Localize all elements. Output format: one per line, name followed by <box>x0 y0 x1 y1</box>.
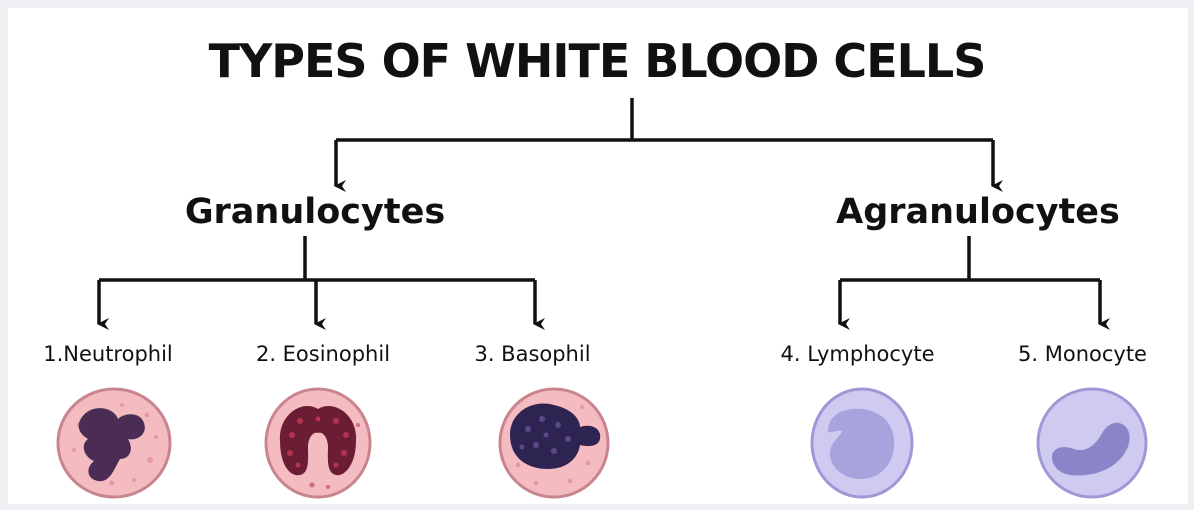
group-agranulocytes: Agranulocytes <box>808 192 1148 232</box>
neutrophil-icon <box>52 385 176 503</box>
eosinophil-icon <box>262 385 374 503</box>
monocyte-icon <box>1034 385 1150 503</box>
basophil-icon <box>496 385 616 503</box>
label-eosinophil: 2. Eosinophil <box>228 342 418 366</box>
label-neutrophil: 1.Neutrophil <box>18 342 198 366</box>
label-lymphocyte: 4. Lymphocyte <box>755 342 960 366</box>
label-monocyte: 5. Monocyte <box>995 342 1170 366</box>
label-basophil: 3. Basophil <box>445 342 620 366</box>
lymphocyte-icon <box>808 385 918 503</box>
group-granulocytes: Granulocytes <box>155 192 475 232</box>
